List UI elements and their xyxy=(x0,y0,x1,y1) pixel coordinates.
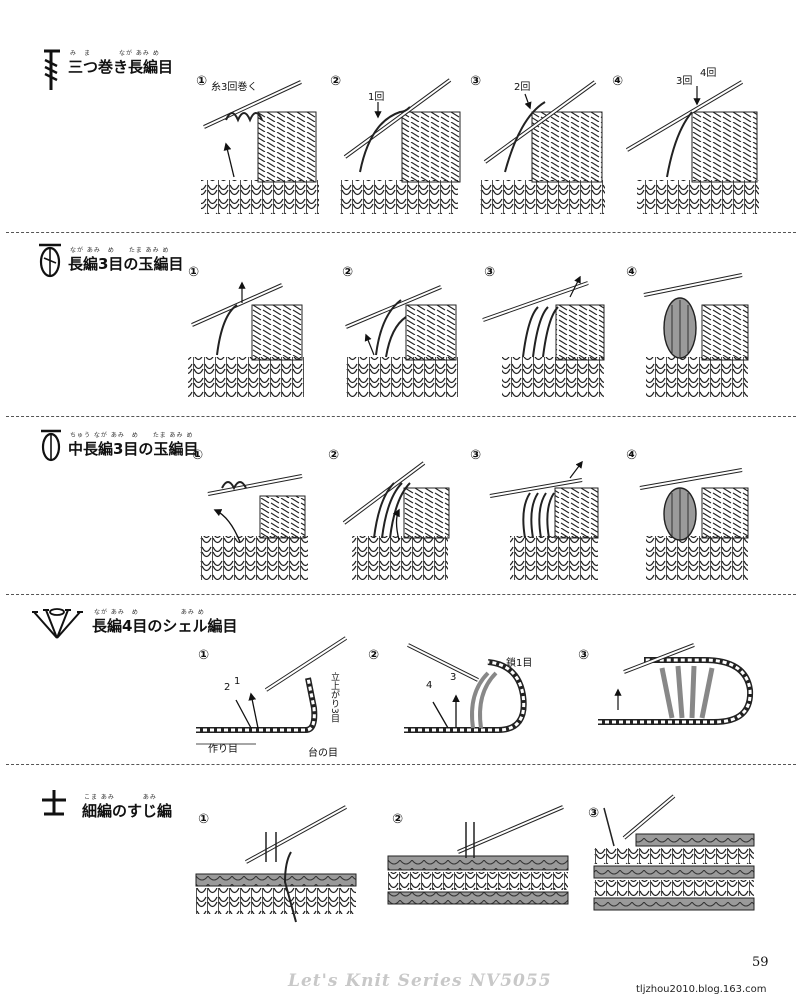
step-diagram: ② xyxy=(387,805,569,922)
step-number: ① xyxy=(196,74,208,89)
section-divider xyxy=(6,416,796,417)
series-footer: Let's Knit Series NV5055 xyxy=(288,971,552,991)
step-number: ④ xyxy=(612,74,624,89)
section-title: 中長編3目の玉編目 xyxy=(68,440,199,458)
step-number: ① xyxy=(188,265,200,280)
step-diagram: ② xyxy=(324,448,454,588)
section-title: 細編のすじ編 xyxy=(82,802,173,820)
back-loop-single-crochet-symbol-icon xyxy=(42,790,66,816)
section-title-ruby: なが あみ め あみ め xyxy=(94,609,205,616)
step-diagram: ④ xyxy=(622,265,752,410)
step-diagram: ② 1回 xyxy=(330,72,465,222)
shell-stitch-symbol-icon xyxy=(32,608,83,639)
step-number: ③ xyxy=(484,265,496,280)
section-title: 長編3目の玉編目 xyxy=(68,255,184,273)
step-diagram: ③ xyxy=(584,794,755,926)
section-title: 三つ巻き長編目 xyxy=(68,58,174,76)
step-diagram: ① xyxy=(195,805,366,932)
section-divider xyxy=(6,232,796,233)
step-number: ② xyxy=(330,74,342,89)
step-number: ② xyxy=(328,448,340,463)
triple-treble-symbol-icon xyxy=(44,49,60,90)
step-annotation: 1回 xyxy=(368,92,385,103)
step-diagram: ② xyxy=(336,265,461,410)
step-annotation: 立上がり3目 xyxy=(329,672,339,723)
step-diagram: ① 2 1 立上がり3目 作り目 台の目 xyxy=(196,636,356,759)
step-number: ④ xyxy=(626,448,638,463)
treble-puff-symbol-icon xyxy=(39,243,61,278)
step-diagram: ③ 2回 xyxy=(470,72,610,222)
step-number: ② xyxy=(392,812,404,827)
step-number: ① xyxy=(198,812,210,827)
step-number: ② xyxy=(342,265,354,280)
step-diagram: ③ xyxy=(470,448,600,588)
section-divider xyxy=(6,594,796,595)
step-diagram: ② 鎖1目 4 3 xyxy=(368,640,548,758)
step-number: ③ xyxy=(470,74,482,89)
section-title-ruby: み ま なが あみ め xyxy=(70,50,160,57)
step-number: ② xyxy=(368,648,380,663)
step-diagram: ③ xyxy=(478,265,608,410)
step-annotation: 4 xyxy=(426,680,433,691)
half-treble-puff-symbol-icon xyxy=(41,429,61,462)
step-annotation: 4回 xyxy=(700,68,717,79)
step-diagram: ④ xyxy=(622,448,752,588)
section-title-ruby: こま あみ あみ xyxy=(84,794,157,801)
section-divider xyxy=(6,764,796,765)
step-annotation: 鎖1目 xyxy=(506,658,533,669)
step-number: ③ xyxy=(470,448,482,463)
step-number: ① xyxy=(198,648,210,663)
section-title: 長編4目のシェル編目 xyxy=(92,617,238,635)
step-diagram: ④ 3回 4回 xyxy=(612,68,762,222)
step-diagram: ① xyxy=(182,265,307,410)
step-annotation: 3 xyxy=(450,672,457,683)
step-annotation: 2回 xyxy=(514,82,531,93)
blog-watermark: tljzhou2010.blog.163.com xyxy=(636,984,767,995)
page-number: 59 xyxy=(752,955,769,970)
step-number: ① xyxy=(192,448,204,463)
step-number: ③ xyxy=(578,648,590,663)
step-annotation: 糸3回巻く xyxy=(211,82,258,93)
step-number: ④ xyxy=(626,265,638,280)
step-annotation: 2 xyxy=(224,682,231,693)
step-annotation: 作り目 xyxy=(208,744,238,755)
section-title-ruby: ちゅう なが あみ め たま あみ め xyxy=(70,432,194,439)
step-annotation: 1 xyxy=(234,676,241,687)
step-annotation: 3回 xyxy=(676,76,693,87)
step-annotation: 台の目 xyxy=(308,748,338,759)
step-diagram: ③ xyxy=(574,640,754,758)
step-number: ③ xyxy=(588,806,600,821)
step-diagram: ① 糸3回巻く xyxy=(196,72,321,222)
step-diagram: ① xyxy=(190,448,310,588)
section-title-ruby: なが あみ め たま あみ め xyxy=(70,247,170,254)
